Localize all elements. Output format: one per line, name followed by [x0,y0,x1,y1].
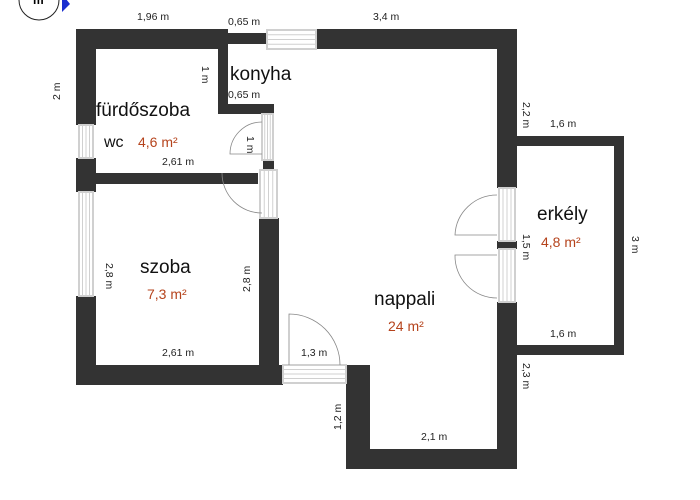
wall [497,302,517,469]
dim: 1,6 m [550,118,577,130]
window [78,191,94,297]
dim: 1,96 m [137,11,169,23]
wall [517,345,624,355]
dim: 2,1 m [421,431,448,443]
room-area-nappali: 24 m² [388,318,424,334]
window [498,248,516,303]
door-balcony-2[interactable] [454,254,498,299]
dim: 1,3 m [301,347,328,359]
window [259,169,278,219]
room-label-furdoszoba: fürdőszoba [96,100,190,121]
wall [96,173,258,184]
room-label-szoba: szoba [140,257,191,278]
door-szoba[interactable] [221,172,263,214]
doors [221,121,498,366]
wall [223,33,267,44]
wall [614,136,624,355]
room-label-erkely: erkély [537,204,588,225]
dim: 2,8 m [103,263,115,290]
wall [263,160,274,170]
window [78,124,94,159]
compass-label: m [33,0,44,7]
wall [517,136,624,146]
dim: 2,2 m [520,102,532,129]
windows [78,29,516,384]
compass-arrow-icon [62,0,70,12]
wall [76,29,223,49]
walls [76,29,624,469]
wall [218,104,274,114]
dim: 2,61 m [162,156,194,168]
dim: 3 m [629,236,641,254]
dim: 2,3 m [520,363,532,390]
compass-north-icon [18,0,60,21]
wall [76,296,96,385]
door-balcony-1[interactable] [454,194,498,236]
room-label-nappali: nappali [374,289,435,310]
wall [497,29,517,188]
compass: m [18,0,70,21]
window [266,29,317,50]
dim: 1,5 m [520,234,532,261]
door-entry[interactable] [288,313,341,366]
wall [497,241,517,249]
wall [259,218,279,365]
dim: 3,4 m [373,11,400,23]
dim: 1 m [244,136,256,154]
dim: 1,2 m [332,403,344,430]
dim: 2,8 m [241,265,253,292]
wall [350,449,517,469]
window [261,113,274,161]
wall [76,365,283,385]
room-area-erkely: 4,8 m² [541,234,581,250]
dim: 0,65 m [228,16,260,28]
dim: 2,61 m [162,347,194,359]
door-bathroom[interactable] [229,121,263,155]
dim: 1,6 m [550,328,577,340]
window [498,187,516,242]
dim: 2 m [51,82,63,100]
wall [218,29,228,114]
room-label-konyha: konyha [230,64,292,85]
window [282,364,347,384]
room-label-wc: wc [103,134,124,151]
room-area-furdoszoba: 4,6 m² [138,134,178,150]
room-area-szoba: 7,3 m² [147,286,187,302]
dim: 0,65 m [228,89,260,101]
wall [76,29,96,125]
wall [316,29,517,49]
dim: 1 m [199,66,211,84]
wall [76,158,96,192]
